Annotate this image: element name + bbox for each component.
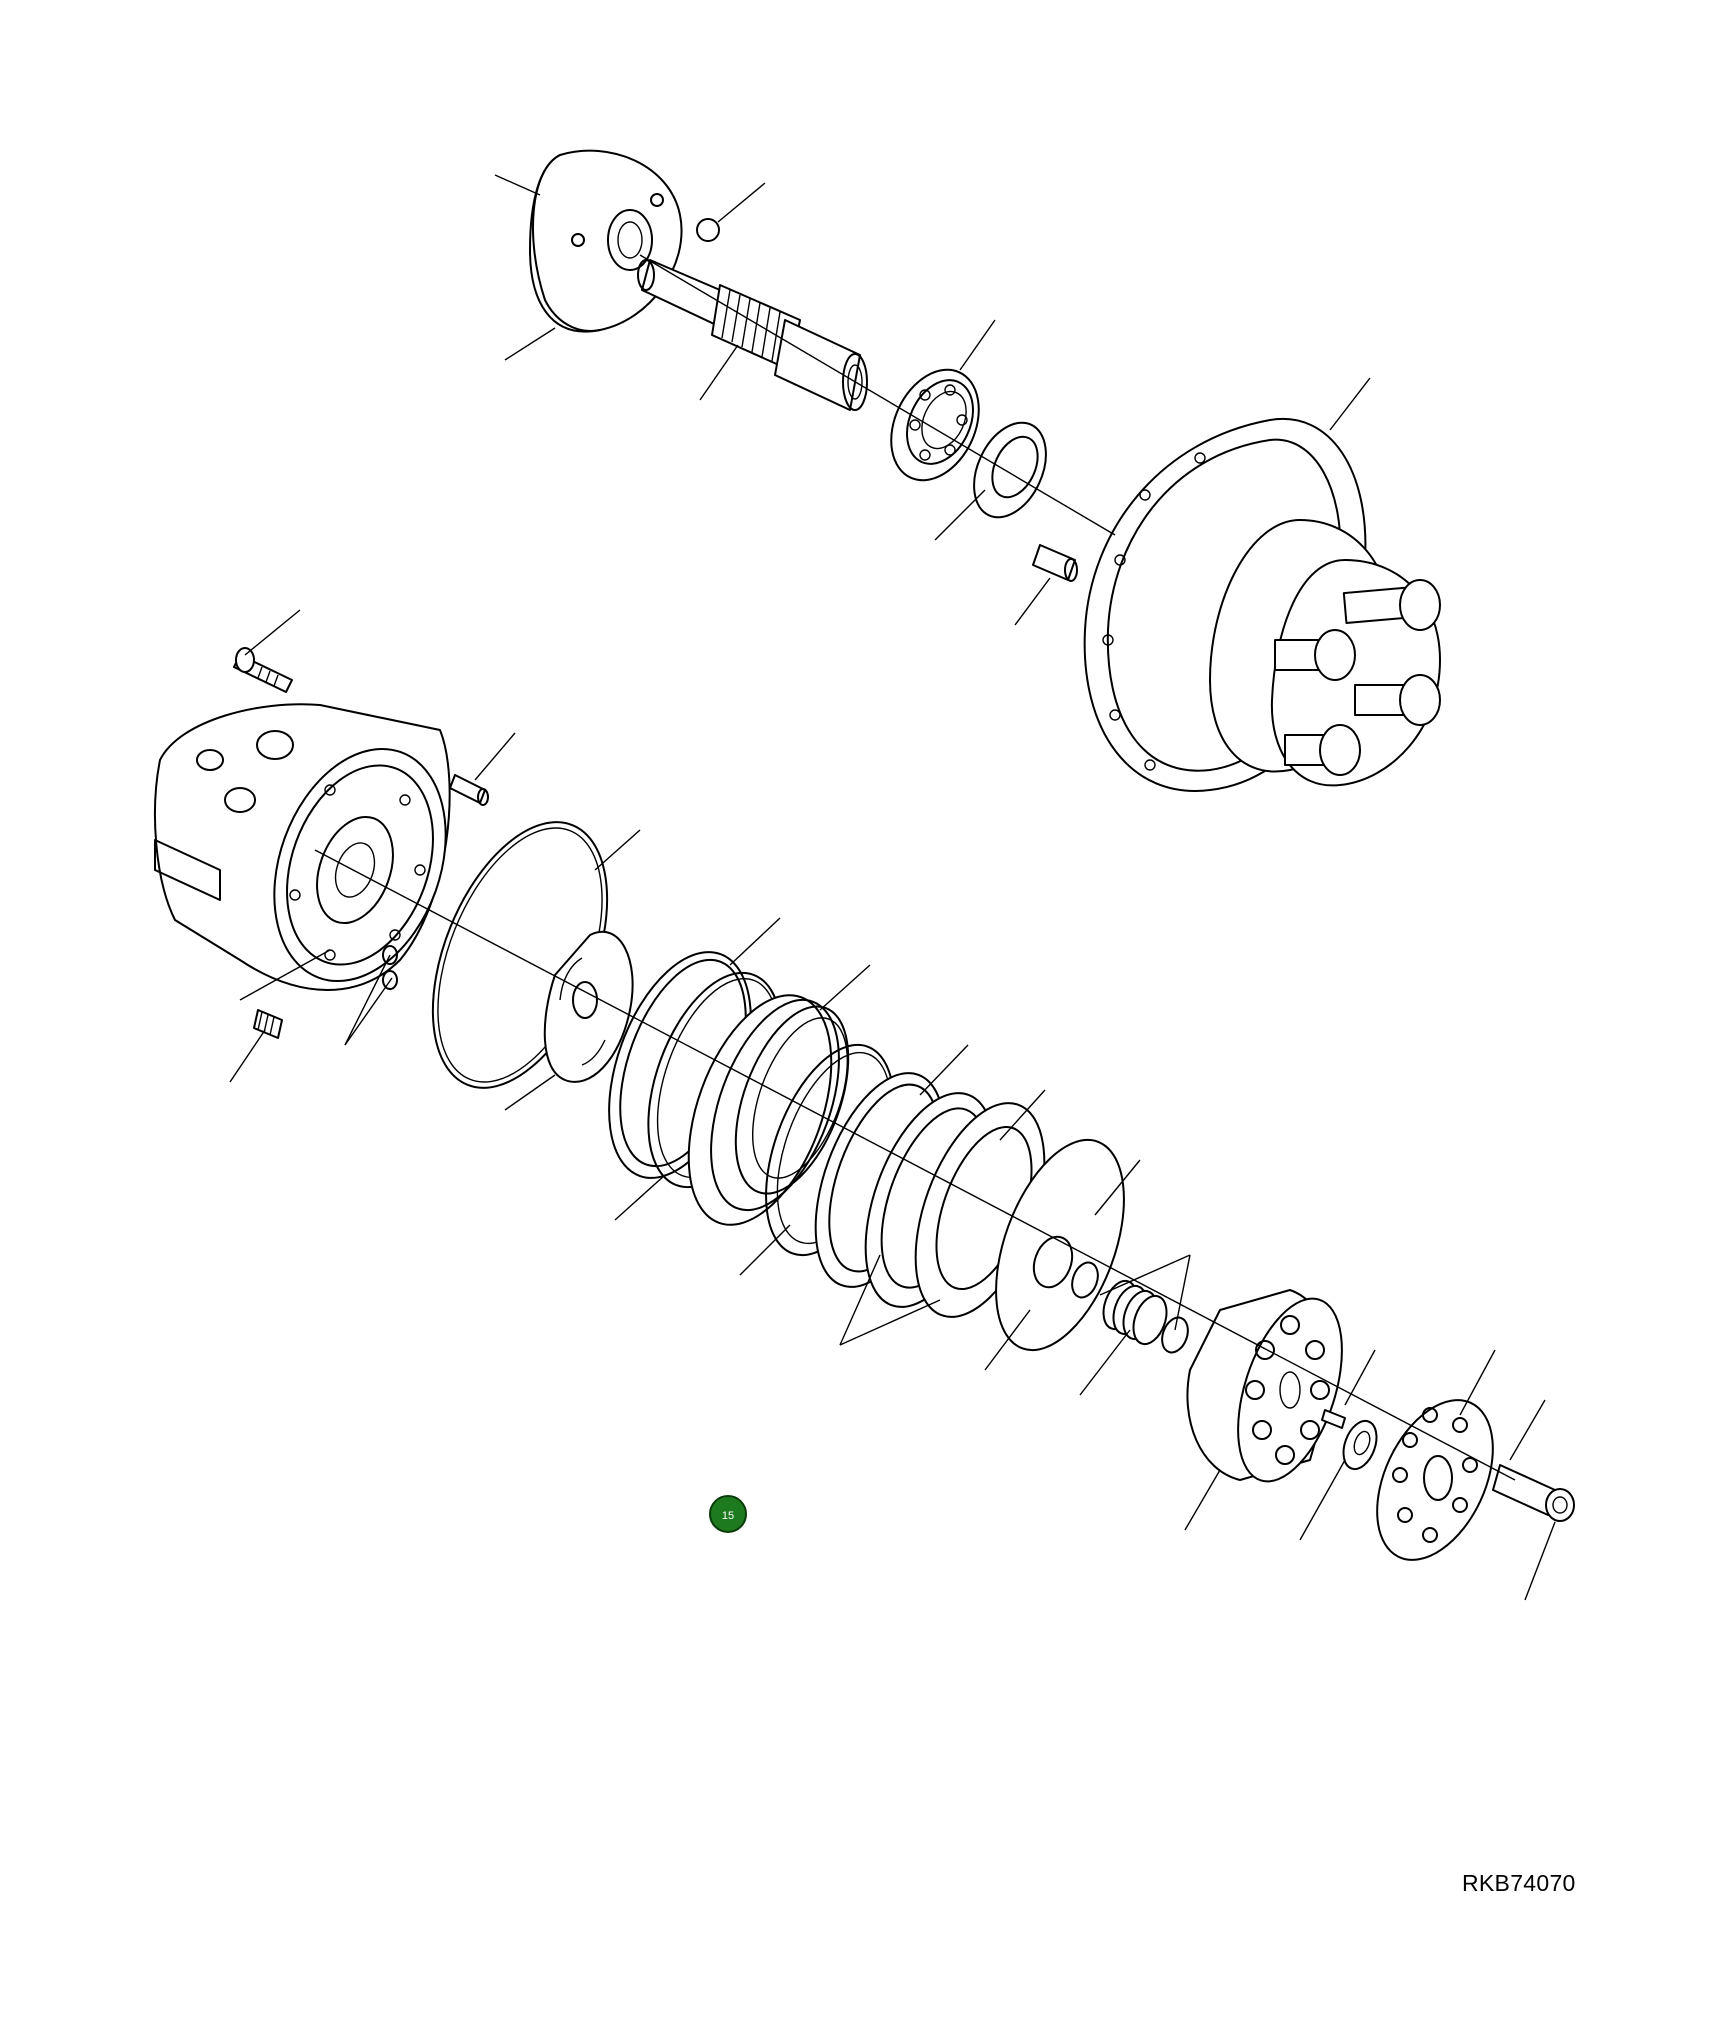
- lower-axis-line: [314, 849, 1516, 1481]
- reference-code: RKB74070: [1462, 1870, 1576, 1896]
- housing-stud-2: [1274, 629, 1356, 681]
- cylinder-block: [1186, 1289, 1343, 1483]
- washer: [1161, 1316, 1189, 1354]
- bolt: [233, 647, 293, 693]
- pin-short: [1032, 544, 1078, 582]
- ball-small: [696, 218, 720, 242]
- housing-stud-4: [1284, 724, 1361, 776]
- piston: [1492, 1464, 1575, 1522]
- top-flange: [529, 149, 683, 333]
- top-leader-lines: [494, 174, 1371, 626]
- o-rings-small: [382, 945, 398, 990]
- lower-leader-lines: [229, 609, 1556, 1601]
- top-axis-line: [639, 254, 1116, 536]
- pin-small: [1321, 1409, 1346, 1429]
- shoe-plate: [1376, 1399, 1494, 1561]
- valve-plate: [543, 930, 634, 1083]
- retainer: [1342, 1419, 1378, 1471]
- motor-housing: [1083, 417, 1441, 792]
- dowel-pin: [449, 774, 489, 806]
- housing-stud-3: [1354, 674, 1441, 726]
- snap-ring-small: [1071, 1261, 1099, 1299]
- thrust-plate: [995, 1138, 1125, 1352]
- spring-stack: [1102, 1279, 1168, 1346]
- ball-bearing: [890, 368, 980, 482]
- rear-cover: [154, 703, 451, 991]
- brake-piston: [687, 994, 850, 1226]
- spring-small: [253, 1009, 283, 1039]
- housing-stud-1: [1342, 579, 1441, 631]
- drive-shaft: [637, 259, 868, 411]
- callout-badge[interactable]: 15: [709, 1495, 747, 1533]
